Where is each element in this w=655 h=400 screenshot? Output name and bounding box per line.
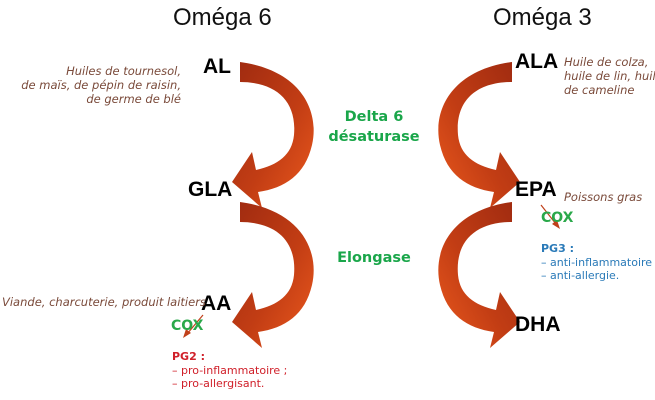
node-al: AL <box>203 55 231 78</box>
node-dha: DHA <box>515 313 561 336</box>
enzyme-delta6: Delta 6 désaturase <box>324 107 424 147</box>
source-ala-line: de cameline <box>564 83 635 97</box>
arrow-al-to-gla <box>232 62 314 208</box>
source-al: Huiles de tournesol, de maïs, de pépin d… <box>21 64 181 106</box>
cox-arrow-left <box>186 314 204 335</box>
arrow-ala-to-epa <box>438 62 520 208</box>
pg2-heading: PG2 : <box>172 350 205 363</box>
pg3-item: – anti-inflammatoire ; <box>541 255 655 269</box>
enzyme-delta6-line: désaturase <box>328 129 420 145</box>
source-ala-line: Huile de colza, <box>564 55 649 69</box>
node-gla: GLA <box>188 178 233 201</box>
source-epa: Poissons gras <box>564 190 643 204</box>
pg2-item: – pro-allergisant. <box>172 377 265 390</box>
node-aa: AA <box>201 292 232 315</box>
node-ala: ALA <box>515 50 559 73</box>
cox-label-omega6: COX <box>171 318 204 334</box>
enzyme-elongase: Elongase <box>337 250 411 266</box>
arrow-gla-to-aa <box>232 202 314 348</box>
enzyme-delta6-line: Delta 6 <box>344 109 404 125</box>
cox-arrow-left-head <box>183 329 191 338</box>
source-al-line: de maïs, de pépin de raisin, <box>21 78 181 92</box>
title-omega3: Oméga 3 <box>493 4 592 31</box>
cox-label-omega3: COX <box>541 210 574 226</box>
pg3-item: – anti-allergie. <box>541 269 620 282</box>
arrow-epa-to-dha <box>438 202 520 348</box>
pg2-item: – pro-inflammatoire ; <box>172 363 288 377</box>
title-omega6: Oméga 6 <box>173 4 272 31</box>
pg3-heading: PG3 : <box>541 242 574 255</box>
source-ala: Huile de colza, huile de lin, huile de c… <box>564 55 655 97</box>
source-al-line: Huiles de tournesol, <box>66 64 181 78</box>
source-al-line: de germe de blé <box>86 92 181 106</box>
cox-arrow-right <box>540 204 557 225</box>
pg2-block: PG2 : – pro-inflammatoire ; – pro-allerg… <box>172 350 287 391</box>
source-aa: Viande, charcuterie, produit laitiers <box>2 295 206 309</box>
cox-arrow-right-head <box>552 220 560 229</box>
pg3-block: PG3 : – anti-inflammatoire ; – anti-alle… <box>541 242 655 283</box>
source-ala-line: huile de lin, huile <box>564 69 655 83</box>
node-epa: EPA <box>515 178 557 201</box>
